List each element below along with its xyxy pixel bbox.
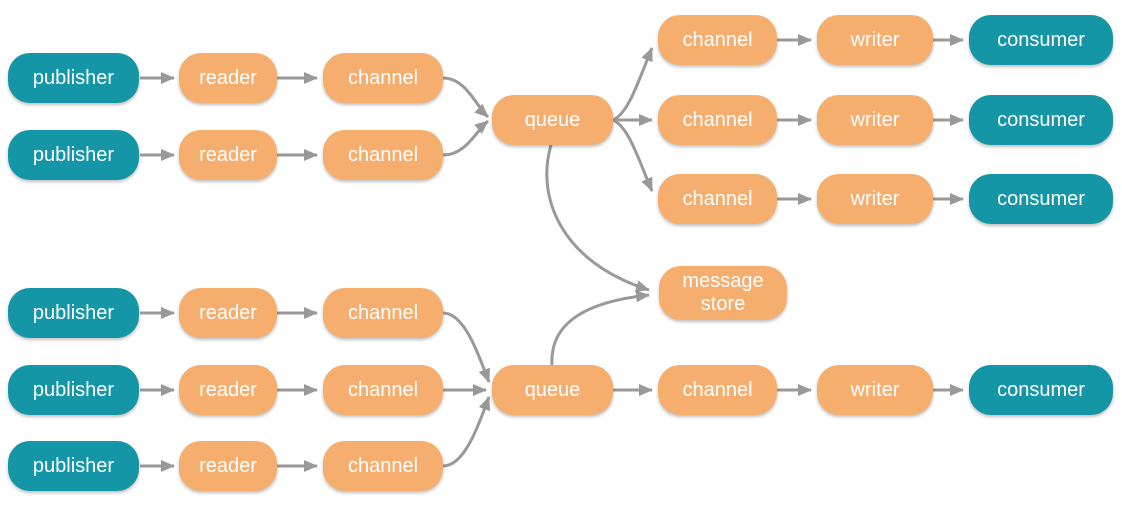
edge-channel-in-5-to-queue-2: [442, 396, 491, 468]
channel-label: channel: [682, 28, 753, 51]
node-channel-in-5: channel: [323, 441, 443, 491]
publisher-label: publisher: [32, 301, 115, 324]
writer-label: writer: [850, 378, 900, 401]
node-reader-3: reader: [179, 288, 277, 338]
channel-label: channel: [347, 143, 419, 166]
store-label: message store: [682, 270, 764, 315]
node-consumer-3: consumer: [969, 174, 1113, 224]
channel-label: channel: [347, 66, 419, 89]
reader-label: reader: [199, 301, 257, 324]
node-writer-2: writer: [817, 95, 933, 145]
node-queue-2: queue: [492, 365, 613, 415]
node-channel-in-3: channel: [323, 288, 443, 338]
node-publisher-5: publisher: [8, 441, 139, 491]
node-channel-out-2: channel: [658, 95, 777, 145]
reader-label: reader: [199, 66, 257, 89]
edge-queue-1-to-channel-out-3: [612, 118, 654, 192]
channel-label: channel: [682, 187, 753, 210]
publisher-label: publisher: [32, 143, 115, 166]
channel-label: channel: [347, 301, 419, 324]
node-consumer-2: consumer: [969, 95, 1113, 145]
node-publisher-3: publisher: [8, 288, 139, 338]
node-channel-in-2: channel: [323, 130, 443, 180]
node-queue-1: queue: [492, 95, 613, 145]
node-channel-out-3: channel: [658, 174, 777, 224]
channel-label: channel: [347, 454, 419, 477]
node-reader-2: reader: [179, 130, 277, 180]
channel-label: channel: [682, 378, 753, 401]
edge-channel-in-1-to-queue-1: [442, 76, 490, 119]
node-message-store: message store: [659, 266, 787, 320]
node-reader-1: reader: [179, 53, 277, 103]
node-channel-in-1: channel: [323, 53, 443, 103]
node-publisher-4: publisher: [8, 365, 139, 415]
node-publisher-1: publisher: [8, 53, 139, 103]
consumer-label: consumer: [997, 378, 1085, 401]
edge-queue-1-to-message-store: [545, 144, 650, 292]
reader-label: reader: [199, 143, 257, 166]
node-reader-4: reader: [179, 365, 277, 415]
reader-label: reader: [199, 378, 257, 401]
node-channel-out-1: channel: [658, 15, 777, 65]
node-consumer-4: consumer: [969, 365, 1113, 415]
node-writer-1: writer: [817, 15, 933, 65]
consumer-label: consumer: [997, 28, 1085, 51]
writer-label: writer: [850, 28, 900, 51]
writer-label: writer: [850, 187, 900, 210]
edge-queue-1-to-channel-out-1: [612, 47, 654, 122]
queue-label: queue: [524, 378, 581, 401]
writer-label: writer: [850, 108, 900, 131]
consumer-label: consumer: [997, 108, 1085, 131]
node-reader-5: reader: [179, 441, 277, 491]
publisher-label: publisher: [32, 454, 115, 477]
node-channel-out-4: channel: [658, 365, 777, 415]
node-consumer-1: consumer: [969, 15, 1113, 65]
queue-label: queue: [524, 108, 581, 131]
channel-label: channel: [682, 108, 753, 131]
publisher-label: publisher: [32, 66, 115, 89]
node-channel-in-4: channel: [323, 365, 443, 415]
node-publisher-2: publisher: [8, 130, 139, 180]
consumer-label: consumer: [997, 187, 1085, 210]
node-writer-4: writer: [817, 365, 933, 415]
publisher-label: publisher: [32, 378, 115, 401]
reader-label: reader: [199, 454, 257, 477]
channel-label: channel: [347, 378, 419, 401]
node-writer-3: writer: [817, 174, 933, 224]
edge-queue-2-to-message-store: [550, 290, 650, 366]
edge-channel-in-3-to-queue-2: [442, 311, 491, 383]
edge-channel-in-2-to-queue-1: [442, 119, 490, 157]
